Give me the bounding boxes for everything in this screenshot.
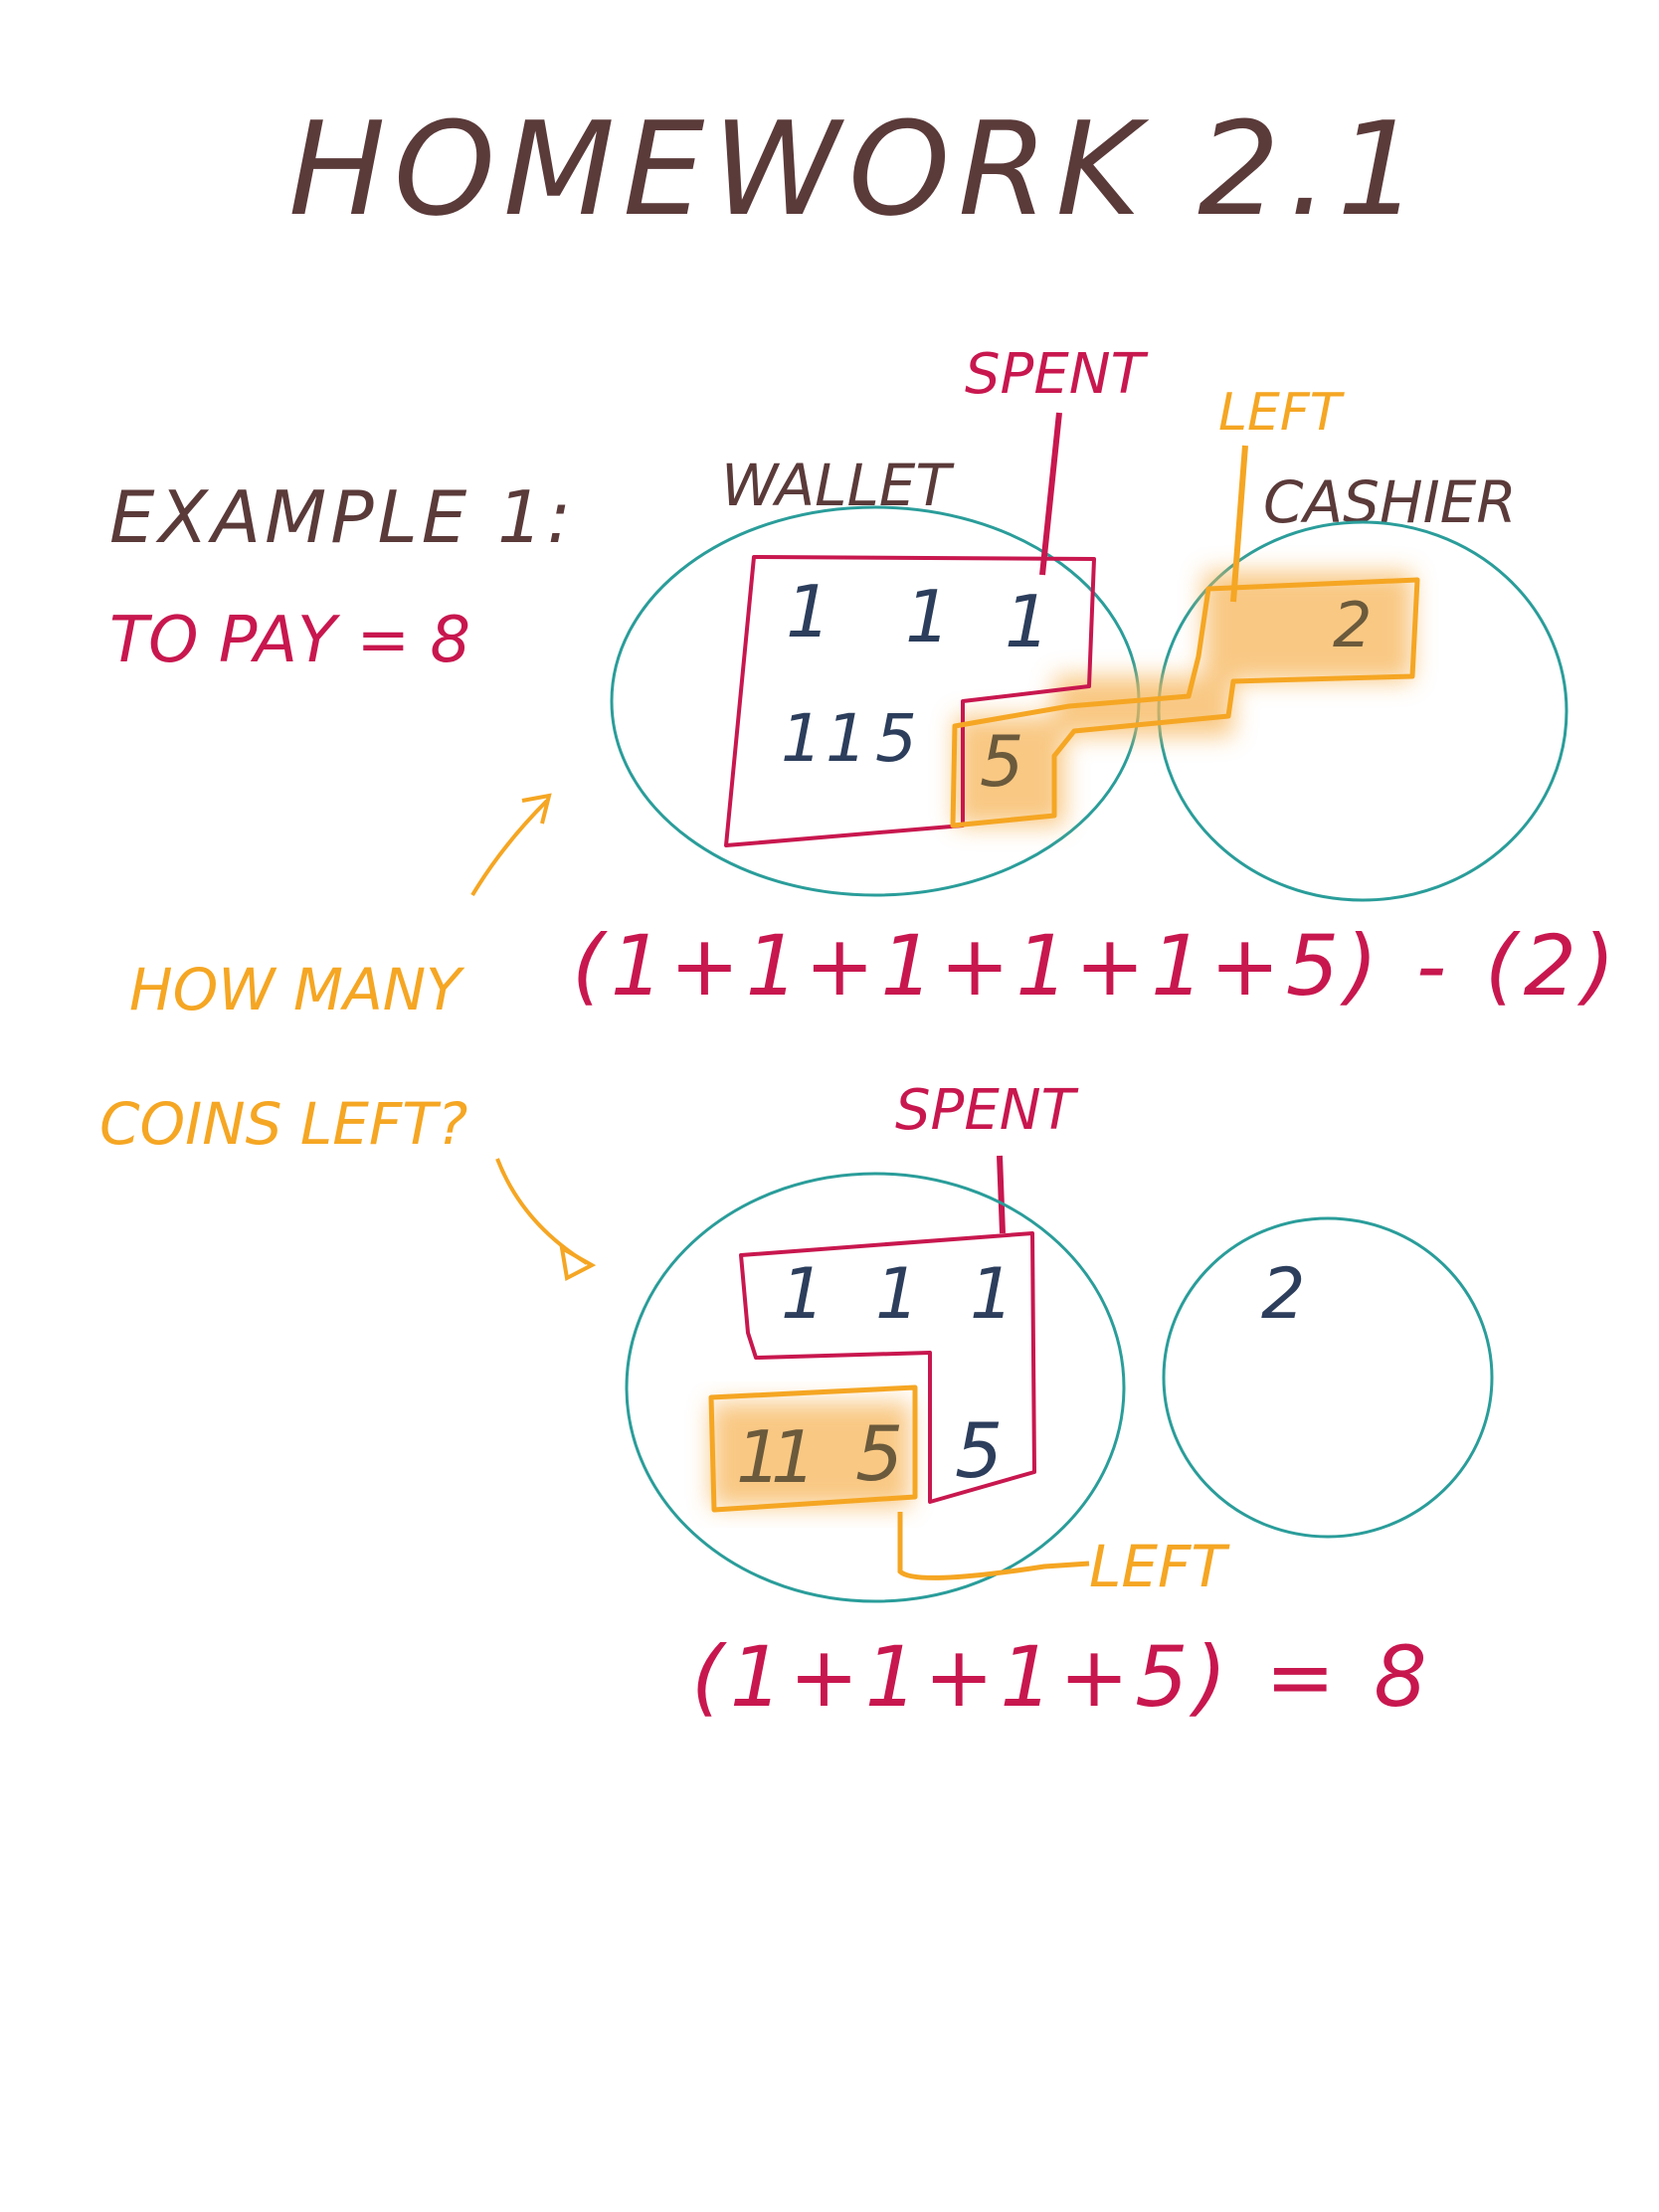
coin: 2 <box>1261 1253 1306 1335</box>
cashier-label: CASHIER <box>1263 468 1517 536</box>
left-label-2: LEFT <box>1089 1533 1230 1600</box>
coin: 1 <box>781 700 823 777</box>
spent-pointer-1 <box>1039 412 1062 576</box>
spent-label-1: SPENT <box>965 342 1149 407</box>
left-pointer-1 <box>1230 445 1248 603</box>
question-note: HOW MANY COINS LEFT? <box>99 793 597 1282</box>
example-heading: EXAMPLE 1: <box>109 475 575 559</box>
coin: 1 <box>781 1253 826 1335</box>
coin: 1 <box>905 575 951 658</box>
left-label-1: LEFT <box>1218 383 1346 443</box>
coin: 5 <box>980 721 1024 803</box>
question-line-2: COINS LEFT? <box>99 1090 467 1158</box>
coin: 5 <box>955 1406 1003 1495</box>
coin: 2 <box>1333 589 1372 661</box>
coin: 1 <box>1005 580 1050 663</box>
wallet-circle-2 <box>625 1172 1126 1603</box>
arrow-down-icon <box>495 1158 589 1265</box>
coin: 5 <box>855 1409 903 1498</box>
coin: 5 <box>875 700 917 777</box>
coin: 1 <box>786 570 831 653</box>
left-outline-2 <box>708 1384 918 1513</box>
cashier-circle-2 <box>1162 1216 1494 1539</box>
spent-label-2: SPENT <box>895 1078 1079 1143</box>
left-outline-1 <box>950 577 1420 829</box>
spent-pointer-2 <box>997 1155 1006 1234</box>
coin: 1 <box>771 1415 817 1499</box>
coin: 1 <box>826 700 867 777</box>
coin: 1 <box>970 1253 1014 1335</box>
left-pointer-2 <box>897 1512 1090 1580</box>
left-highlight-2 <box>711 1402 910 1507</box>
arrow-up-icon <box>470 799 549 897</box>
spent-box-1 <box>724 555 1096 847</box>
question-line-1: HOW MANY <box>129 956 465 1023</box>
equation-2: (1+1+1+5) = 8 <box>691 1628 1433 1726</box>
diagram-2: SPENT LEFT 1 1 1 1 1 5 5 2 (1+1+1+5) = 8 <box>625 1078 1494 1726</box>
equation-1: (1+1+1+1+1+5) - (2) = 8 <box>572 917 1659 1014</box>
coin: 1 <box>875 1253 920 1335</box>
page-title: HOMEWORK 2.1 <box>288 93 1427 245</box>
diagram-1: SPENT LEFT WALLET CASHIER 1 1 1 1 1 5 5 … <box>572 342 1659 1014</box>
coin: 1 <box>736 1415 782 1499</box>
spent-box-2 <box>739 1231 1036 1504</box>
to-pay-label: TO PAY = 8 <box>109 604 470 677</box>
